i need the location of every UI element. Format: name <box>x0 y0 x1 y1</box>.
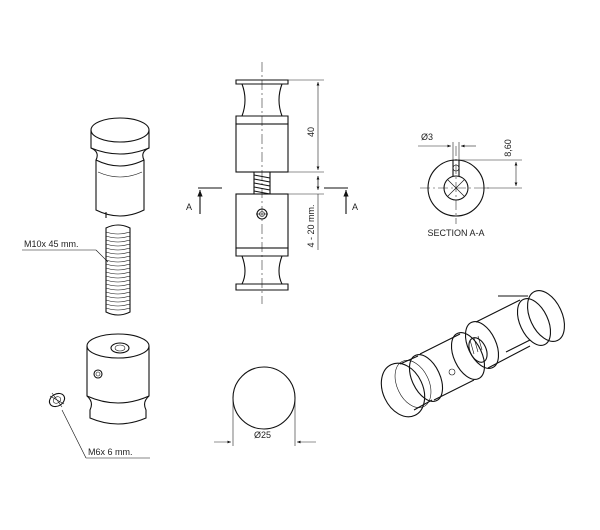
exploded-bottom-body <box>86 333 150 425</box>
isometric-view <box>380 290 566 418</box>
dim-length-40: 40 <box>288 79 324 173</box>
screw-spec-label: M10x 45 mm. <box>24 239 79 249</box>
section-marker-right: A <box>324 187 358 214</box>
end-view: Ø25 <box>214 366 316 446</box>
dim-length-label: 40 <box>306 127 316 137</box>
section-a-a-view <box>420 146 492 224</box>
exploded-top-cap <box>90 117 150 218</box>
dim-gap-label: 4 - 20 mm. <box>306 204 316 247</box>
set-screw <box>48 392 66 408</box>
screw-spec-callout: M10x 45 mm. <box>22 239 109 263</box>
dim-gap: 4 - 20 mm. <box>288 176 324 250</box>
section-marker-right-label: A <box>352 202 358 212</box>
section-marker-left-label: A <box>186 202 192 212</box>
dim-hole-diameter: Ø3 <box>418 132 476 160</box>
set-screw-spec-label: M6x 6 mm. <box>88 447 133 457</box>
dim-diameter-label: Ø25 <box>254 430 271 440</box>
set-screw-spec-callout: M6x 6 mm. <box>61 409 150 459</box>
section-marker-left: A <box>186 187 222 214</box>
threaded-rod <box>105 224 131 316</box>
dim-hole-diameter-label: Ø3 <box>421 132 433 142</box>
dim-hole-depth: 8,60 <box>459 139 522 189</box>
front-view-assembly <box>235 62 289 304</box>
dim-hole-depth-label: 8,60 <box>503 139 513 157</box>
section-title: SECTION A-A <box>427 228 484 238</box>
